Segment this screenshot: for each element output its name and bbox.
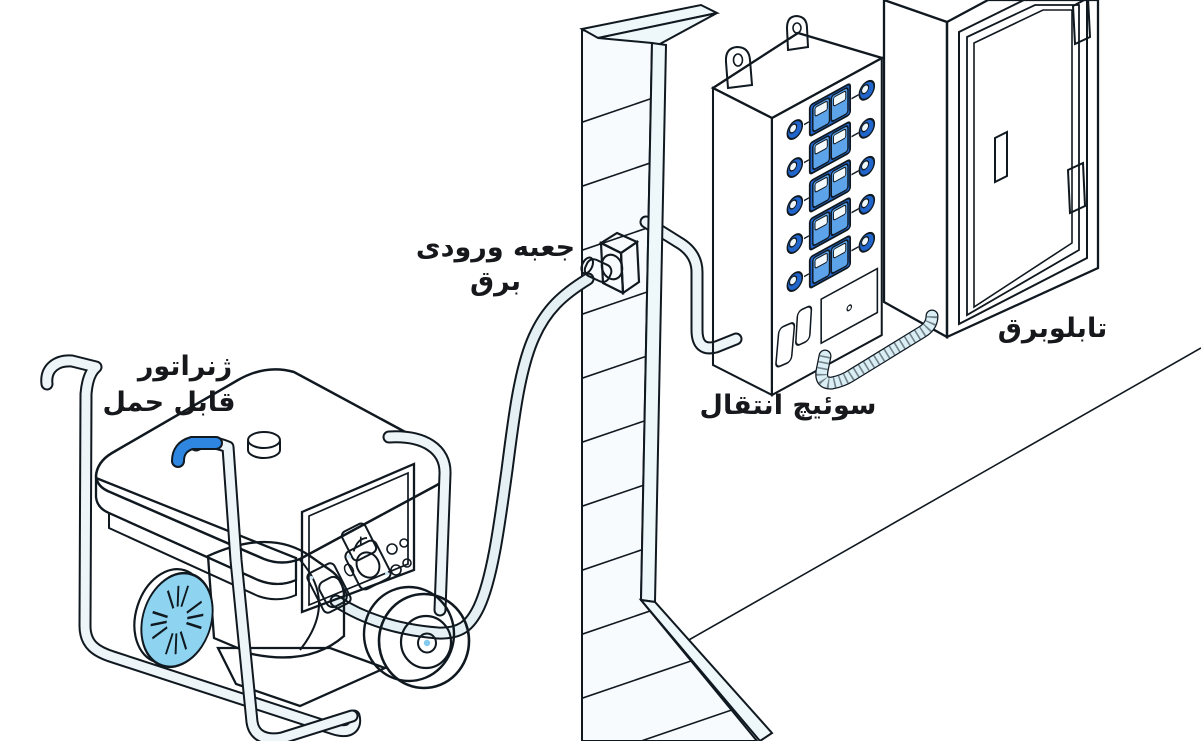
panel-button [402, 558, 412, 568]
panel-button [386, 543, 398, 555]
wheel [362, 585, 471, 690]
portable-generator [40, 354, 471, 741]
label-portable-generator-line2: قابل حمل [102, 387, 236, 418]
wall-conduit [639, 215, 743, 355]
corrugated-conduit [815, 309, 939, 390]
panel-side [882, 0, 949, 339]
wall-corner-trim [638, 41, 774, 741]
door-handle [994, 130, 1008, 184]
label-sticker [775, 322, 796, 368]
label-power-inlet-box: جعبه ورودی برق [415, 232, 576, 297]
power-inlet-box [598, 231, 641, 296]
hinge-icon [1066, 161, 1087, 215]
engine-base [216, 646, 389, 708]
flywheel-fan [133, 568, 214, 669]
fuel-cap-icon [247, 431, 281, 459]
wiring-cover [820, 267, 879, 345]
breaker-panel-cabinet [882, 0, 1100, 339]
control-panel [300, 462, 416, 614]
panel-front [945, 0, 1100, 339]
panel-button [390, 564, 402, 576]
power-cord [329, 256, 613, 640]
mounting-ear-icon [724, 14, 810, 90]
cord-plug-head-icon [318, 575, 348, 609]
generator-frame-rear [40, 354, 362, 738]
label-breaker-panel: تابلوبرق [997, 313, 1108, 344]
label-transfer-switch: سوئیچ انتقال [699, 390, 877, 421]
panel-button [399, 538, 409, 548]
label-portable-generator-line1: ژنراتور [137, 351, 233, 382]
cord-plug-icon [580, 256, 613, 283]
exterior-wall [579, 3, 759, 741]
inlet-socket-icon [600, 253, 624, 281]
handle-grip [173, 438, 221, 466]
panel-door [958, 0, 1088, 326]
generator-frame-front [171, 430, 452, 741]
transfer-switch-top [710, 31, 885, 120]
hinge-icon [1071, 0, 1092, 46]
label-sticker [795, 305, 813, 346]
floor-line [686, 347, 1201, 642]
